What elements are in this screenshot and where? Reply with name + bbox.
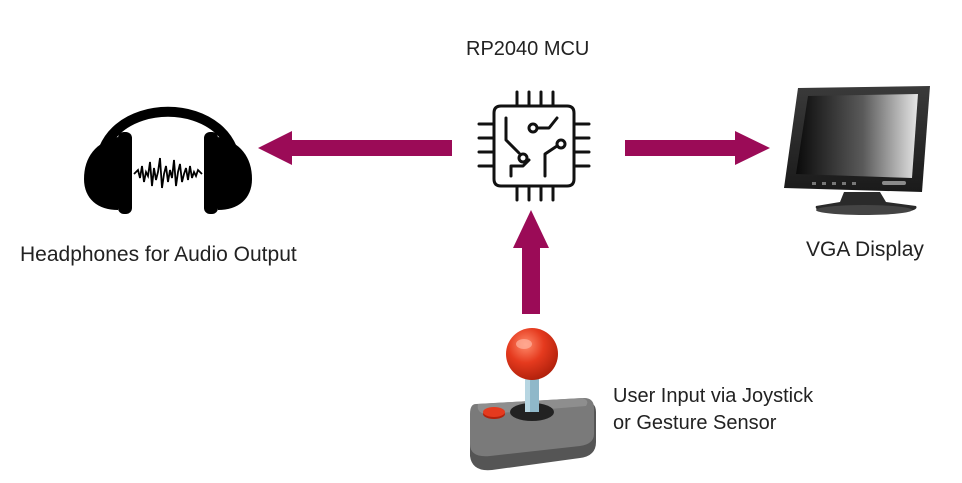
input-label: User Input via Joystick or Gesture Senso… [613, 383, 813, 437]
display-label: VGA Display [806, 238, 924, 261]
arrow-to-display [625, 131, 770, 165]
headphones-icon [84, 106, 252, 214]
arrow-from-input [513, 210, 549, 314]
arrow-to-headphones [258, 131, 452, 165]
mcu-label: RP2040 MCU [466, 38, 590, 60]
input-label-line2: or Gesture Sensor [613, 412, 777, 434]
chip-icon [477, 90, 591, 202]
headphones-label: Headphones for Audio Output [20, 243, 297, 266]
input-label-line1: User Input via Joystick [613, 385, 814, 407]
monitor-icon [784, 86, 930, 215]
joystick-icon [470, 328, 596, 471]
